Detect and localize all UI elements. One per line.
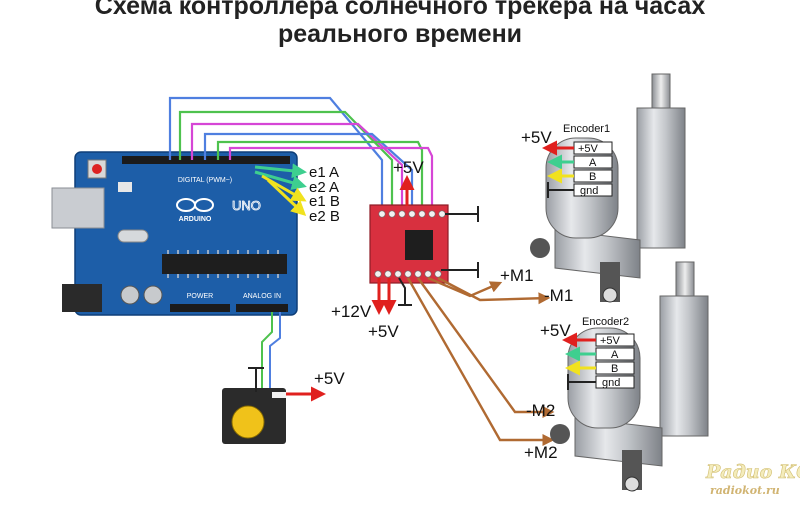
power-label: POWER [187,293,213,300]
watermark-line-1: Радио КОТ [705,461,800,483]
encoder1-row-5v: +5V [578,143,599,155]
encoder2-row-b: B [611,363,618,375]
watermark-line-2: radiokot.ru [710,484,780,497]
usb-connector [51,187,105,229]
rtc-module [222,388,286,444]
arduino-brand: ARDUINO [179,216,212,223]
driver-gnd-bottom [441,262,479,278]
encoder1-row-a: A [589,157,597,169]
driver-gnd-center [398,277,412,306]
encoder1-gnd [547,182,574,198]
encoder1-row-gnd: gnd [580,185,598,197]
label-e2b: e2 B [309,208,340,225]
battery-icon [231,405,265,439]
label-rtc-5v: +5V [314,369,345,388]
watermark: Радио КОТ radiokot.ru [705,461,800,497]
encoder1-row-b: B [589,171,596,183]
title-line-2: реального времени [277,20,523,48]
arduino-model: UNO [232,198,261,213]
analog-label: ANALOG IN [243,293,281,300]
label-m2-plus: +M2 [524,443,558,462]
encoder-signal-arrows [254,163,307,217]
label-m2-minus: -M2 [526,401,555,420]
encoder2-row-a: A [611,349,619,361]
arduino-board: DIGITAL (PWM~) ARDUINO UNO POWER ANALOG [51,151,298,316]
label-driver-5v-bottom: +5V [368,322,399,341]
rtc-gnd [248,367,264,392]
motor-driver-board [369,204,449,284]
label-e1b: e1 B [309,193,340,210]
encoder2-row-5v: +5V [600,335,621,347]
control-wires [168,96,434,212]
label-driver-5v-top: +5V [393,158,424,177]
label-m1-plus: +M1 [500,266,534,285]
title-line-1: Схема контроллера солнечного трекера на … [94,0,706,20]
encoder1-supply-label: +5V [521,128,552,147]
arduino-logo-icon [176,198,214,212]
rtc-wires [261,312,281,392]
encoder2-title: Encoder2 [582,316,629,328]
atmega-chip [162,254,287,274]
motor-wires [406,276,555,446]
driver-gnd-top [445,206,479,222]
encoder1-pinout: +5V A B gnd [573,141,613,197]
driver-chip [405,230,433,260]
label-m1-minus: -M1 [544,286,573,305]
encoder2-row-gnd: gnd [602,377,620,389]
digital-label: DIGITAL (PWM~) [178,177,232,184]
encoder2-supply-label: +5V [540,321,571,340]
analog-header [236,304,288,312]
label-e1a: e1 A [309,164,339,181]
power-header [170,304,230,312]
encoder2-pinout: +5V A B gnd [595,333,635,389]
encoder1-title: Encoder1 [563,123,610,135]
label-e2a: e2 A [309,179,339,196]
dc-jack [62,284,102,312]
encoder2-gnd [567,374,596,390]
diagram-title: Схема контроллера солнечного трекера на … [0,0,800,48]
label-driver-12v: +12V [331,302,372,321]
reset-button-icon [92,164,102,174]
